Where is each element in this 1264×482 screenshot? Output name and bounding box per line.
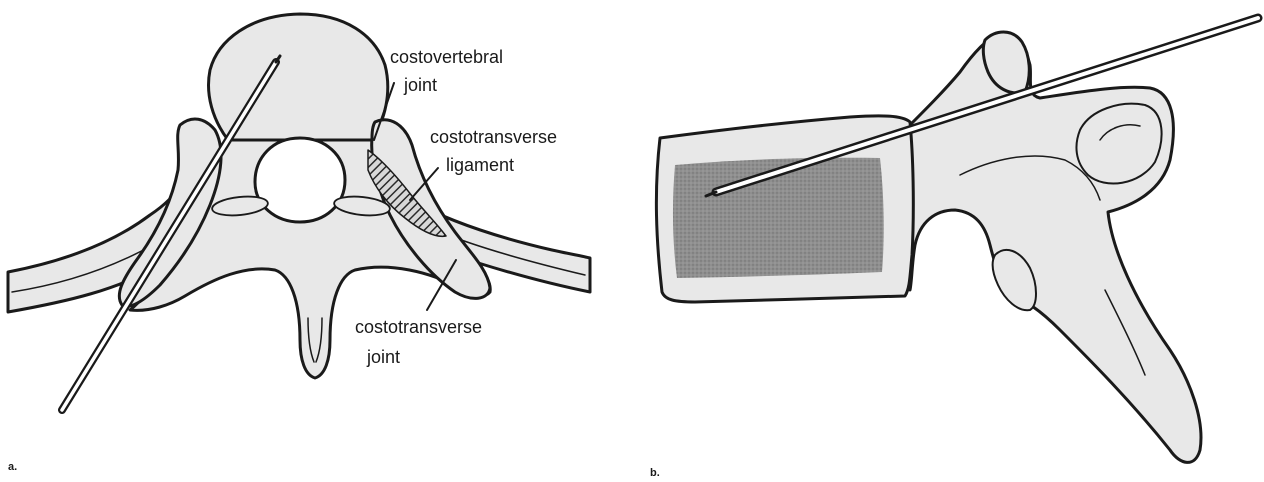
panel-b-label: b. <box>650 467 660 479</box>
label-costotransverse-joint: costotransverse joint <box>355 317 487 367</box>
panel-a-axial-view <box>8 14 590 410</box>
panel-b-lateral-view <box>656 18 1258 462</box>
label-costotransverse-ligament: costotransverse ligament <box>430 127 562 175</box>
label-costovertebral-joint: costovertebral joint <box>390 47 508 95</box>
panel-a-label: a. <box>8 461 17 473</box>
posterior-elements <box>905 33 1201 462</box>
spinal-canal <box>255 138 345 222</box>
